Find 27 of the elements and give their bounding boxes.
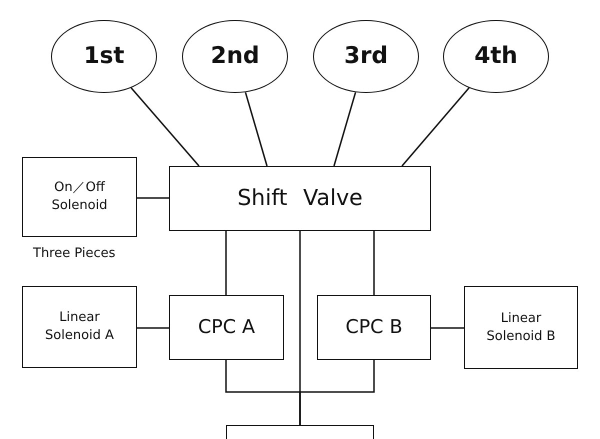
node-label: CPC B: [345, 314, 403, 340]
node-label: Shift Valve: [237, 184, 363, 213]
connector-line: [137, 197, 169, 199]
connector-line: [373, 231, 375, 295]
connector-line: [401, 87, 470, 166]
node-label: Linear Solenoid A: [44, 309, 115, 345]
connector-line: [225, 231, 227, 295]
node-label: 3rd: [344, 42, 388, 71]
connector-line: [299, 231, 301, 425]
node-label: On／Off Solenoid: [50, 179, 108, 215]
node-label: Linear Solenoid B: [486, 310, 556, 346]
connector-line: [130, 87, 200, 166]
node-label: 4th: [474, 42, 518, 71]
process-box: [169, 295, 284, 360]
node-label: CPC A: [198, 314, 256, 340]
connector-line: [137, 327, 169, 329]
node-caption: Three Pieces: [33, 246, 116, 261]
connector-line: [333, 92, 356, 166]
process-box: [22, 286, 137, 368]
process-box: [169, 166, 431, 231]
process-box: [317, 295, 431, 360]
node-label: 2nd: [210, 42, 260, 71]
process-box: [464, 286, 578, 369]
process-box: [22, 157, 137, 237]
connector-line: [244, 92, 268, 166]
node-label: 1st: [84, 42, 124, 71]
connector-line: [431, 327, 464, 329]
